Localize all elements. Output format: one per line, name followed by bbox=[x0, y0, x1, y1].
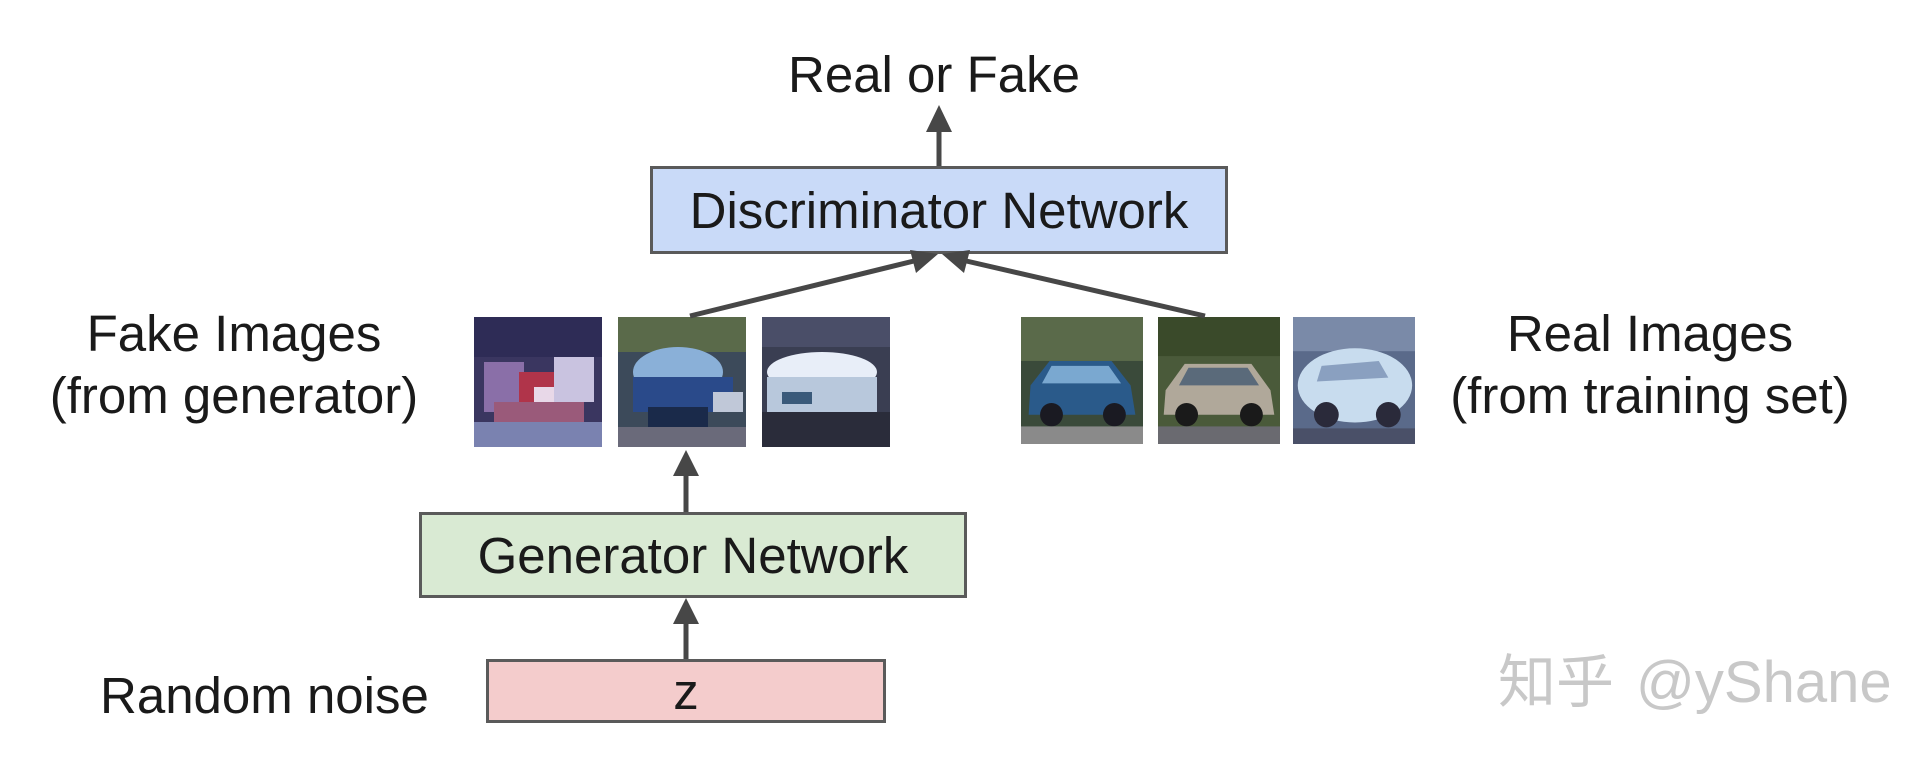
discriminator-network-box: Discriminator Network bbox=[650, 166, 1228, 254]
arrow-fake-to-discriminator bbox=[689, 250, 938, 319]
output-label: Real or Fake bbox=[788, 46, 1080, 103]
z-label: z bbox=[673, 662, 699, 720]
random-noise-label: Random noise bbox=[100, 667, 429, 724]
fake-image-2 bbox=[618, 317, 746, 447]
arrow-generator-to-fake-images bbox=[673, 450, 699, 512]
arrow-real-to-discriminator bbox=[942, 250, 1206, 319]
fake-images-subtitle: (from generator) bbox=[49, 367, 419, 424]
arrow-z-to-generator bbox=[673, 598, 699, 659]
discriminator-network-label: Discriminator Network bbox=[689, 181, 1189, 239]
real-images-subtitle: (from training set) bbox=[1450, 367, 1850, 424]
generator-network-box: Generator Network bbox=[419, 512, 967, 598]
fake-images-label: Fake Images (from generator) bbox=[44, 303, 424, 427]
zhihu-logo: 知乎 bbox=[1498, 648, 1615, 716]
real-images-title: Real Images bbox=[1506, 305, 1794, 362]
zhihu-watermark: 知乎 @yShane bbox=[1498, 650, 1892, 715]
real-car-image-1 bbox=[1021, 317, 1143, 444]
fake-image-3 bbox=[762, 317, 890, 447]
arrow-discriminator-to-output bbox=[926, 105, 952, 166]
generator-network-label: Generator Network bbox=[477, 526, 909, 584]
real-images-label: Real Images (from training set) bbox=[1440, 303, 1860, 427]
real-car-image-2 bbox=[1158, 317, 1280, 444]
fake-images-title: Fake Images bbox=[86, 305, 382, 362]
z-noise-box: z bbox=[486, 659, 886, 723]
fake-image-1 bbox=[474, 317, 602, 447]
real-car-image-3 bbox=[1293, 317, 1415, 444]
watermark-handle: @yShane bbox=[1636, 650, 1892, 715]
